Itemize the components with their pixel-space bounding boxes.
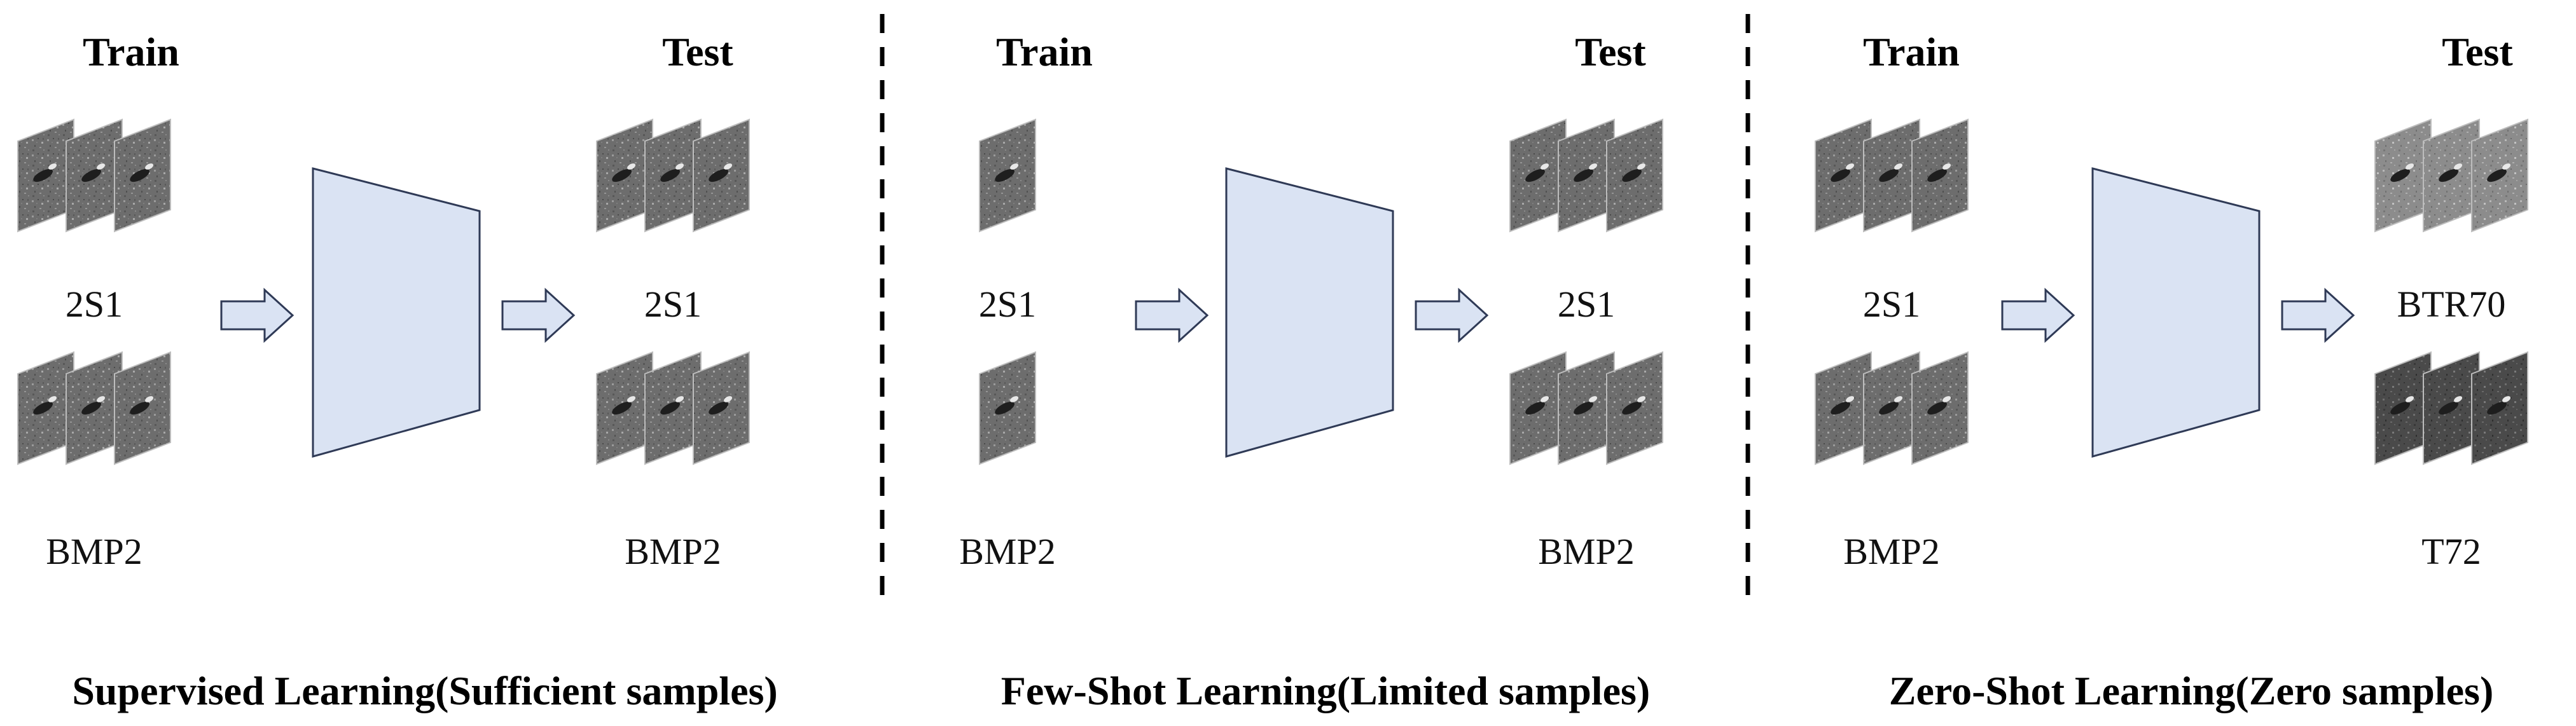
flow-arrow-icon <box>1415 287 1489 343</box>
model-trapezoid <box>2091 167 2261 458</box>
train-class-label: BMP2 <box>1843 531 1940 572</box>
sar-sample-image <box>693 351 750 465</box>
test-samples-class-1 <box>2374 118 2528 233</box>
sar-sample-image <box>1509 351 1567 465</box>
train-class-label: 2S1 <box>979 284 1036 325</box>
model-trapezoid <box>1225 167 1394 458</box>
sar-sample-image <box>2423 118 2480 233</box>
sar-sample-image <box>1558 118 1615 233</box>
flow-arrow-icon <box>1135 287 1209 343</box>
train-samples-class-1 <box>1815 118 1969 233</box>
flow-arrow-icon <box>2281 287 2355 343</box>
train-samples-class-1 <box>17 118 171 233</box>
sar-sample-image <box>596 351 653 465</box>
sar-sample-image <box>979 118 1036 233</box>
model-trapezoid <box>312 167 481 458</box>
paradigm-caption: Few-Shot Learning(Limited samples) <box>1001 668 1650 713</box>
sar-sample-image <box>644 118 702 233</box>
test-samples-class-2 <box>2374 351 2528 465</box>
sar-sample-image <box>1863 118 1920 233</box>
flow-arrow-icon <box>220 287 294 343</box>
test-class-label: BMP2 <box>1538 531 1635 572</box>
train-samples-class-1 <box>979 118 1036 233</box>
sar-sample-image <box>2374 351 2432 465</box>
test-samples-class-1 <box>596 118 750 233</box>
test-class-label: BTR70 <box>2397 284 2506 325</box>
train-class-label: 2S1 <box>66 284 123 325</box>
sar-sample-image <box>1606 118 1663 233</box>
sar-sample-image <box>17 118 74 233</box>
sar-sample-image <box>2423 351 2480 465</box>
sar-sample-image <box>1558 351 1615 465</box>
sar-sample-image <box>1863 351 1920 465</box>
sar-sample-image <box>1911 351 1969 465</box>
train-samples-class-2 <box>979 351 1036 465</box>
sar-sample-image <box>2471 351 2528 465</box>
sar-sample-image <box>1815 351 1872 465</box>
test-class-label: T72 <box>2421 531 2481 572</box>
train-class-label: BMP2 <box>959 531 1056 572</box>
sar-sample-image <box>114 351 171 465</box>
sar-sample-image <box>66 118 123 233</box>
test-class-label: 2S1 <box>644 284 702 325</box>
flow-arrow-icon <box>501 287 576 343</box>
sar-sample-image <box>2374 118 2432 233</box>
sar-sample-image <box>1509 118 1567 233</box>
train-samples-class-2 <box>17 351 171 465</box>
sar-sample-image <box>979 351 1036 465</box>
sar-sample-image <box>644 351 702 465</box>
test-heading: Test <box>2442 29 2513 74</box>
train-class-label: BMP2 <box>46 531 142 572</box>
train-heading: Train <box>83 29 179 74</box>
sar-sample-image <box>1911 118 1969 233</box>
sar-sample-image <box>2471 118 2528 233</box>
sar-sample-image <box>17 351 74 465</box>
sar-sample-image <box>1815 118 1872 233</box>
test-class-label: BMP2 <box>625 531 721 572</box>
train-samples-class-2 <box>1815 351 1969 465</box>
sar-sample-image <box>596 118 653 233</box>
sar-sample-image <box>693 118 750 233</box>
train-heading: Train <box>996 29 1093 74</box>
test-class-label: 2S1 <box>1558 284 1615 325</box>
sar-sample-image <box>114 118 171 233</box>
paradigm-caption: Supervised Learning(Sufficient samples) <box>72 668 777 713</box>
train-heading: Train <box>1863 29 1960 74</box>
train-class-label: 2S1 <box>1863 284 1920 325</box>
sar-sample-image <box>66 351 123 465</box>
test-samples-class-1 <box>1509 118 1663 233</box>
test-heading: Test <box>1575 29 1646 74</box>
test-samples-class-2 <box>1509 351 1663 465</box>
test-samples-class-2 <box>596 351 750 465</box>
test-heading: Test <box>662 29 733 74</box>
flow-arrow-icon <box>2001 287 2075 343</box>
paradigm-caption: Zero-Shot Learning(Zero samples) <box>1889 668 2494 713</box>
sar-sample-image <box>1606 351 1663 465</box>
